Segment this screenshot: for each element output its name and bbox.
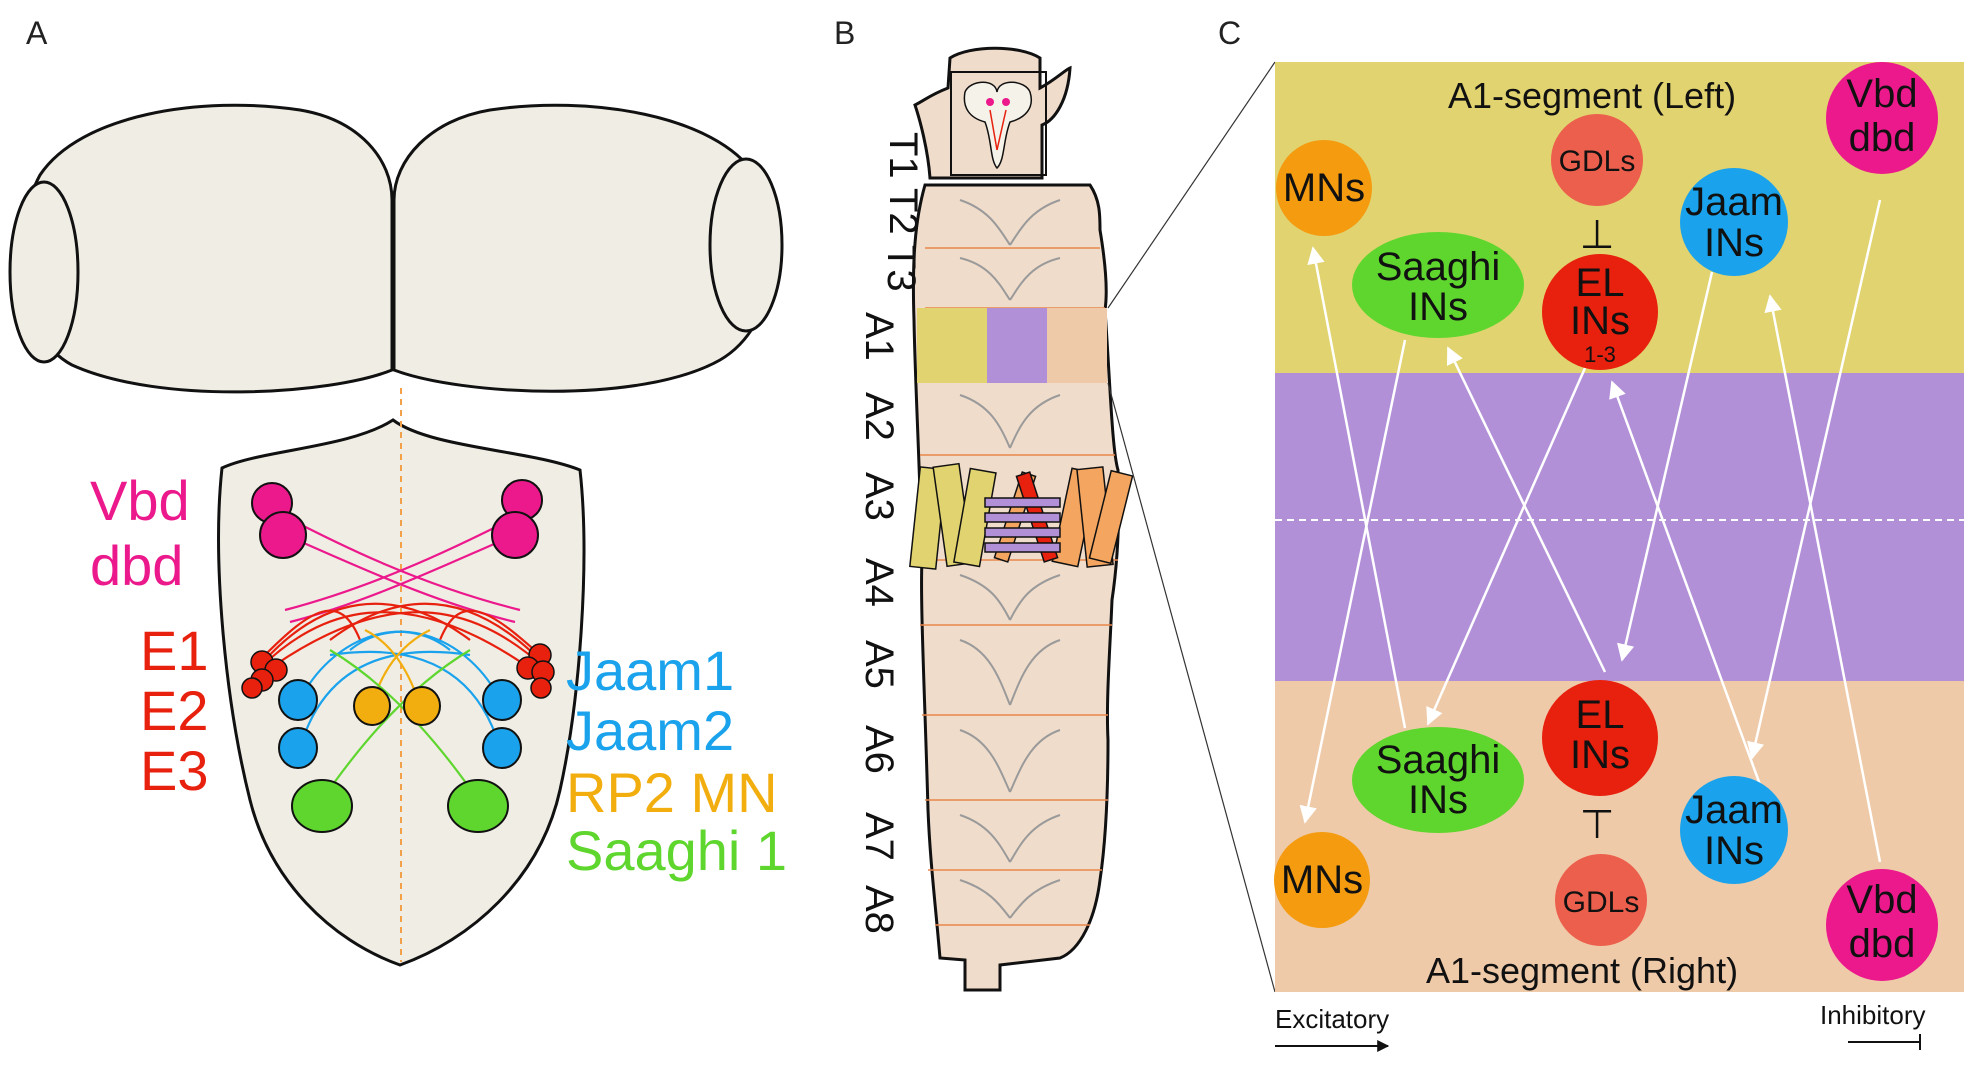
svg-text:MNs: MNs bbox=[1283, 166, 1365, 210]
a1-right-band bbox=[1047, 308, 1107, 383]
a1-left-band bbox=[917, 308, 987, 383]
segment-label-a8: A8 bbox=[857, 885, 901, 934]
legend-e3: E3 bbox=[140, 739, 209, 802]
key-inhibitory: Inhibitory bbox=[1820, 1000, 1926, 1050]
legend-e1: E1 bbox=[140, 619, 209, 682]
node-jaam-top: Jaam INs bbox=[1680, 168, 1788, 276]
band-top-label: A1-segment (Left) bbox=[1448, 75, 1736, 116]
svg-text:EL: EL bbox=[1576, 261, 1625, 305]
svg-text:EL: EL bbox=[1576, 693, 1625, 737]
inhibit-symbol-bottom: ⊤ bbox=[1580, 802, 1615, 848]
panel-b: B bbox=[834, 15, 1276, 993]
node-jaam-bottom: Jaam INs bbox=[1680, 776, 1788, 884]
panel-a: A bbox=[8, 15, 787, 967]
legend-vbd: Vbd bbox=[90, 469, 190, 532]
head-brain-miniature bbox=[963, 81, 1032, 170]
svg-text:Excitatory: Excitatory bbox=[1275, 1004, 1389, 1034]
band-midline bbox=[1275, 373, 1964, 681]
node-gdls-top: GDLs bbox=[1551, 114, 1643, 206]
zoom-line-bottom bbox=[1107, 382, 1276, 993]
legend-jaam1: Jaam1 bbox=[566, 639, 734, 702]
right-optic-lobe bbox=[708, 157, 784, 333]
panel-b-letter: B bbox=[834, 15, 855, 51]
svg-text:Vbd: Vbd bbox=[1846, 72, 1917, 116]
head-box bbox=[950, 71, 1047, 176]
band-bottom-label: A1-segment (Right) bbox=[1426, 950, 1738, 991]
svg-text:INs: INs bbox=[1704, 221, 1764, 265]
svg-text:dbd: dbd bbox=[1849, 116, 1916, 160]
legend-saaghi1: Saaghi 1 bbox=[566, 819, 787, 882]
saaghi-cells bbox=[291, 779, 509, 833]
segment-label-a2: A2 bbox=[857, 392, 901, 441]
segment-label-t1: T1 bbox=[881, 132, 925, 179]
node-gdls-bottom: GDLs bbox=[1555, 854, 1647, 946]
node-mns-top: MNs bbox=[1276, 140, 1372, 236]
svg-text:INs: INs bbox=[1570, 733, 1630, 777]
panel-a-letter: A bbox=[26, 15, 48, 51]
segment-label-t2: T2 bbox=[881, 188, 925, 235]
svg-text:INs: INs bbox=[1704, 829, 1764, 873]
segment-label-a4: A4 bbox=[857, 558, 901, 607]
segment-label-a5: A5 bbox=[857, 640, 901, 689]
svg-text:Vbd: Vbd bbox=[1846, 878, 1917, 922]
legend-rp2-mn: RP2 MN bbox=[566, 761, 778, 824]
node-el-bottom: EL INs bbox=[1542, 680, 1658, 796]
svg-text:Jaam: Jaam bbox=[1685, 180, 1783, 224]
segment-label-a3: A3 bbox=[857, 472, 901, 521]
vbd-dbd-cells bbox=[251, 479, 543, 559]
svg-text:Saaghi: Saaghi bbox=[1376, 245, 1501, 289]
svg-text:Saaghi: Saaghi bbox=[1376, 738, 1501, 782]
svg-text:INs: INs bbox=[1408, 285, 1468, 329]
el-cells bbox=[241, 643, 555, 699]
a3-segment-bars bbox=[909, 462, 1134, 570]
key-excitatory: Excitatory bbox=[1275, 1004, 1390, 1052]
svg-text:GDLs: GDLs bbox=[1559, 145, 1636, 178]
jaam-cells bbox=[278, 679, 522, 769]
segment-label-a6: A6 bbox=[857, 725, 901, 774]
node-vbd-dbd-bottom: Vbd dbd bbox=[1826, 869, 1938, 981]
panel-c-letter: C bbox=[1218, 15, 1241, 51]
rp2-cells bbox=[353, 686, 441, 726]
inhibit-symbol-top: ⊥ bbox=[1580, 212, 1615, 258]
svg-text:dbd: dbd bbox=[1849, 922, 1916, 966]
legend-jaam2: Jaam2 bbox=[566, 699, 734, 762]
a1-middle-band bbox=[987, 308, 1047, 383]
svg-text:INs: INs bbox=[1408, 778, 1468, 822]
segment-label-a1: A1 bbox=[857, 312, 901, 361]
svg-text:Inhibitory: Inhibitory bbox=[1820, 1000, 1926, 1030]
node-saaghi-top: Saaghi INs bbox=[1352, 232, 1524, 338]
left-optic-lobe bbox=[8, 180, 80, 364]
segment-label-t3: T3 bbox=[879, 245, 923, 292]
legend-e2: E2 bbox=[140, 679, 209, 742]
svg-text:Jaam: Jaam bbox=[1685, 788, 1783, 832]
node-el-top: EL INs 1-3 bbox=[1542, 254, 1658, 370]
node-vbd-dbd-top: Vbd dbd bbox=[1826, 62, 1938, 174]
left-brain-hemisphere bbox=[20, 103, 394, 394]
node-mns-bottom: MNs bbox=[1274, 832, 1370, 928]
node-saaghi-bottom: Saaghi INs bbox=[1352, 727, 1524, 833]
svg-text:MNs: MNs bbox=[1281, 858, 1363, 902]
legend-dbd: dbd bbox=[90, 534, 183, 597]
zoom-line-top bbox=[1107, 61, 1276, 309]
connection-arrows bbox=[1299, 199, 1882, 863]
svg-text:GDLs: GDLs bbox=[1563, 886, 1640, 919]
svg-text:1-3: 1-3 bbox=[1584, 342, 1616, 367]
panel-c: C A1-segment (Left) A1-segment (Right) ⊥… bbox=[1218, 15, 1964, 1052]
segment-label-a7: A7 bbox=[857, 812, 901, 861]
svg-text:INs: INs bbox=[1570, 299, 1630, 343]
segment-ganglia bbox=[959, 199, 1061, 919]
